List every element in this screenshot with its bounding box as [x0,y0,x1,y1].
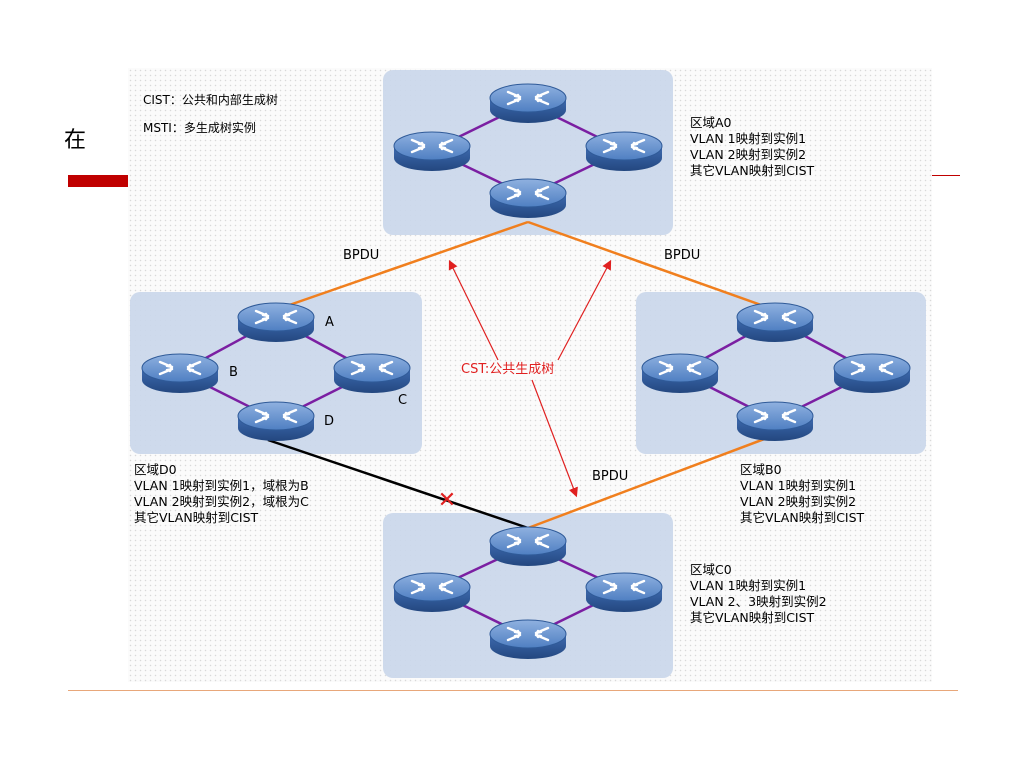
switch-icon [488,618,568,661]
accent-bar [68,175,130,187]
legend-msti: MSTI：多生成树实例 [143,121,256,135]
switch-icon [584,130,664,173]
switch-icon [488,82,568,125]
blocked-x-icon: ✕ [438,488,456,513]
switch-icon [392,130,472,173]
bpdu-label-left: BPDU [343,248,380,263]
node-letter-a: A [325,315,334,330]
region-a0-line: VLAN 1映射到实例1 [690,131,807,146]
switch-icon [236,400,316,443]
region-b0-title: 区域B0 [740,462,782,477]
slide-char: 在 [64,128,87,153]
node-letter-d: D [324,414,335,429]
legend-cist: CIST：公共和内部生成树 [143,93,278,107]
switch-icon [332,352,412,395]
region-c0-label: 区域C0 VLAN 1映射到实例1 VLAN 2、3映射到实例2 其它VLAN映… [690,562,827,626]
top-rule [930,175,960,176]
switch-icon [236,301,316,344]
switch-icon [140,352,220,395]
region-a0-line: 其它VLAN映射到CIST [690,163,815,178]
blocked-link-d0-c0 [267,438,529,530]
switch-icon [735,400,815,443]
node-letter-b: B [229,365,238,380]
switch-icon [488,177,568,220]
bpdu-label-right: BPDU [664,248,701,263]
cst-link-a0-b0 [527,220,776,312]
region-d0-title: 区域D0 [134,462,177,477]
switch-icon [584,571,664,614]
region-c0-line: VLAN 2、3映射到实例2 [690,594,827,609]
region-c0-box [383,513,673,678]
region-a0-title: 区域A0 [690,115,732,130]
region-b0-line: 其它VLAN映射到CIST [740,510,865,525]
region-c0-title: 区域C0 [690,562,732,577]
cst-link-a0-d0 [274,220,529,312]
bottom-rule [68,690,958,691]
switch-icon [392,571,472,614]
node-letter-c: C [398,393,408,408]
region-a0-label: 区域A0 VLAN 1映射到实例1 VLAN 2映射到实例2 其它VLAN映射到… [690,115,814,179]
region-a0-box [383,70,673,235]
region-c0-line: 其它VLAN映射到CIST [690,610,815,625]
cst-arrows [448,259,612,498]
region-d0-line: VLAN 1映射到实例1，域根为B [134,478,309,493]
bpdu-label-bottom: BPDU [592,469,629,484]
switch-icon [735,301,815,344]
region-b0-box [636,292,926,454]
cst-label: CST:公共生成树 [461,362,555,378]
region-d0-line: 其它VLAN映射到CIST [134,510,259,525]
cst-link-b0-c0 [527,433,776,530]
region-a0-line: VLAN 2映射到实例2 [690,147,807,162]
switch-icon [832,352,912,395]
region-d0-box [130,292,422,454]
region-d0-line: VLAN 2映射到实例2，域根为C [134,494,309,509]
region-b0-label: 区域B0 VLAN 1映射到实例1 VLAN 2映射到实例2 其它VLAN映射到… [740,462,864,526]
switch-icon [640,352,720,395]
switch-icon [488,525,568,568]
region-b0-line: VLAN 1映射到实例1 [740,478,857,493]
region-b0-line: VLAN 2映射到实例2 [740,494,857,509]
region-d0-label: 区域D0 VLAN 1映射到实例1，域根为B VLAN 2映射到实例2，域根为C… [134,462,309,526]
region-c0-line: VLAN 1映射到实例1 [690,578,807,593]
